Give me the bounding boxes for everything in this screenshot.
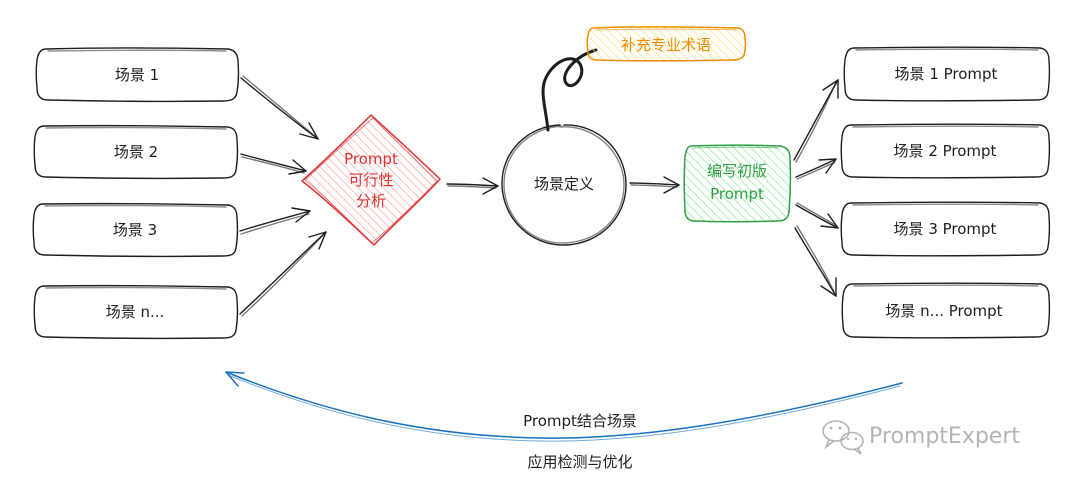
draft-node-line-2: Prompt xyxy=(710,185,764,203)
feedback-loop-label-bottom: 应用检测与优化 xyxy=(527,453,632,471)
arrow-input-1-to-analysis xyxy=(240,75,319,140)
arrow-draft-to-output-n xyxy=(794,225,837,297)
analysis-node: Prompt 可行性 分析 xyxy=(301,114,441,246)
analysis-node-line-3: 分析 xyxy=(356,192,386,210)
watermark-text: PromptExpert xyxy=(869,424,1020,449)
input-scenario-3-label: 场景 3 xyxy=(113,221,157,239)
input-scenario-3: 场景 3 xyxy=(32,202,239,258)
input-scenario-1-label: 场景 1 xyxy=(115,66,159,84)
feedback-loop-arrow xyxy=(225,371,903,442)
input-scenario-1: 场景 1 xyxy=(35,47,240,103)
wechat-icon xyxy=(822,420,864,455)
output-prompt-1: 场景 1 Prompt xyxy=(843,46,1051,102)
input-scenario-2: 场景 2 xyxy=(33,124,239,180)
output-prompt-2: 场景 2 Prompt xyxy=(840,123,1051,179)
analysis-node-line-1: Prompt xyxy=(344,150,398,168)
input-scenario-n-label: 场景 n... xyxy=(106,303,165,321)
watermark: PromptExpert xyxy=(822,420,1020,455)
output-prompt-3-label: 场景 3 Prompt xyxy=(894,220,997,238)
definition-node-label: 场景定义 xyxy=(534,175,594,193)
arrow-draft-to-output-1 xyxy=(793,79,839,163)
analysis-node-line-2: 可行性 xyxy=(348,171,393,189)
input-scenario-2-label: 场景 2 xyxy=(114,143,158,161)
arrow-draft-to-output-3 xyxy=(795,202,839,229)
output-prompt-3: 场景 3 Prompt xyxy=(840,201,1051,257)
draft-node: 编写初版 Prompt xyxy=(683,144,792,223)
definition-node: 场景定义 xyxy=(501,124,627,246)
annotation-note-label: 补充专业术语 xyxy=(621,36,711,54)
arrow-input-2-to-analysis xyxy=(240,153,307,175)
arrow-analysis-to-definition xyxy=(446,177,499,195)
arrow-draft-to-output-2 xyxy=(795,158,837,180)
output-prompt-1-label: 场景 1 Prompt xyxy=(895,65,998,83)
output-prompt-n-label: 场景 n... Prompt xyxy=(885,302,1002,320)
input-scenario-n: 场景 n... xyxy=(33,284,239,340)
annotation-note: 补充专业术语 xyxy=(586,26,747,62)
arrow-definition-to-draft xyxy=(629,176,680,194)
arrow-input-3-to-analysis xyxy=(239,207,311,235)
arrow-input-n-to-analysis xyxy=(239,231,327,317)
output-prompt-2-label: 场景 2 Prompt xyxy=(894,142,997,160)
feedback-loop-label-top: Prompt结合场景 xyxy=(523,412,637,430)
draft-node-line-1: 编写初版 xyxy=(707,162,767,180)
annotation-connector xyxy=(541,48,598,132)
output-prompt-n: 场景 n... Prompt xyxy=(841,282,1051,339)
